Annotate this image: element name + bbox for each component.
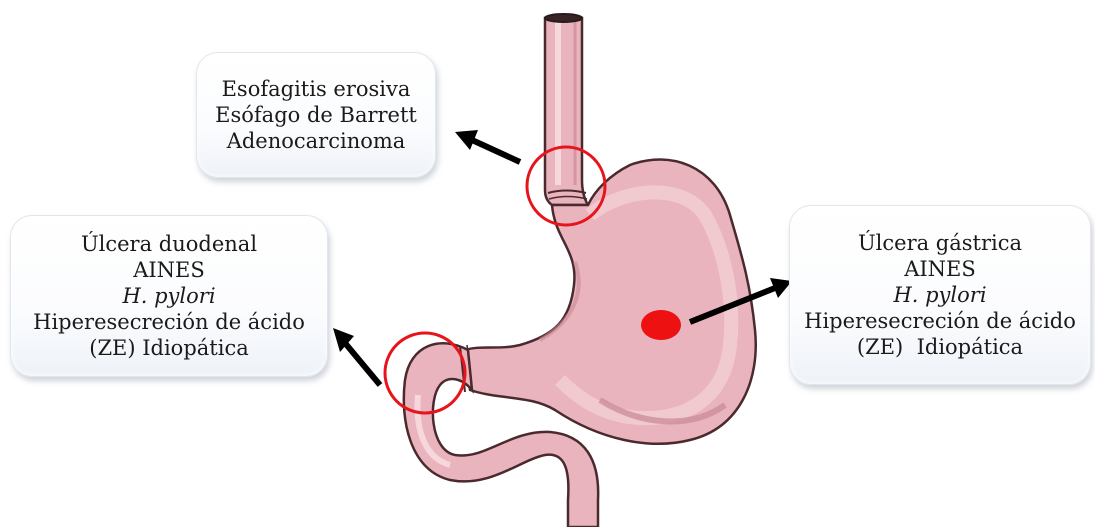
gastric-title: Úlcera gástrica bbox=[858, 230, 1022, 256]
gastric-cause-3: Hiperesecreción de ácido bbox=[804, 308, 1076, 334]
gastric-cause-1: AINES bbox=[904, 256, 976, 282]
duodenal-title: Úlcera duodenal bbox=[81, 231, 257, 257]
esophagus-condition-3: Adenocarcinoma bbox=[227, 128, 406, 154]
duodenal-ulcer-box: Úlcera duodenal AINES H. pylori Hiperese… bbox=[10, 215, 328, 377]
gastric-ulcer-box: Úlcera gástrica AINES H. pylori Hiperese… bbox=[789, 205, 1091, 385]
duodenal-cause-2: H. pylori bbox=[122, 283, 215, 309]
duodenal-cause-1: AINES bbox=[133, 257, 205, 283]
duodenal-cause-3: Hiperesecreción de ácido bbox=[33, 309, 305, 335]
duodenal-cause-4: (ZE) Idiopática bbox=[89, 335, 248, 361]
esophagus bbox=[545, 14, 588, 205]
arrow-to-duodenal-box bbox=[333, 328, 380, 385]
stomach bbox=[465, 159, 756, 443]
gastric-cause-2: H. pylori bbox=[893, 282, 986, 308]
esophagus-conditions-box: Esofagitis erosiva Esófago de Barrett Ad… bbox=[196, 52, 436, 178]
gastric-ulcer-dot bbox=[641, 310, 681, 340]
arrow-to-esophagus-box bbox=[455, 130, 520, 162]
esophagus-condition-1: Esofagitis erosiva bbox=[222, 76, 411, 102]
gastric-cause-4: (ZE) Idiopática bbox=[857, 334, 1023, 360]
esophagus-condition-2: Esófago de Barrett bbox=[215, 102, 417, 128]
